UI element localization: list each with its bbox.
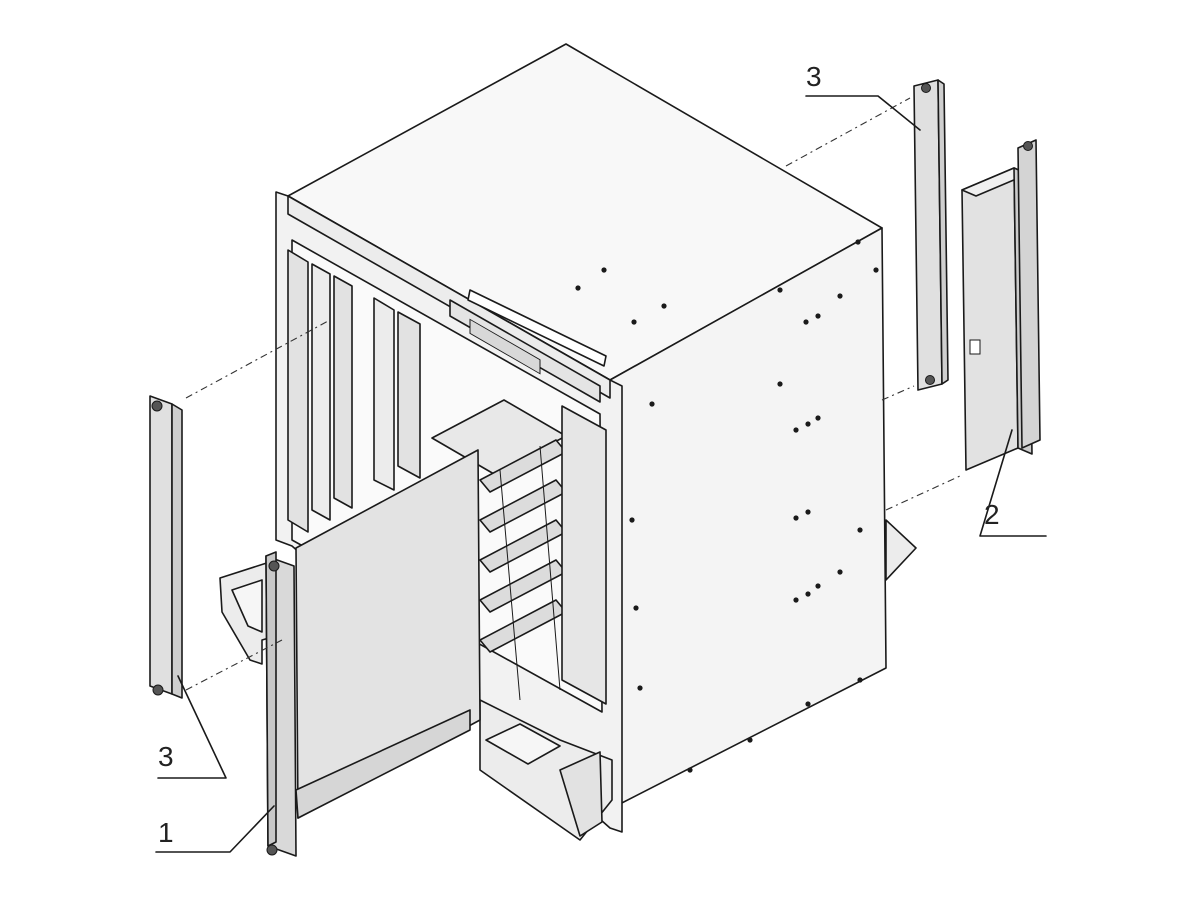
card-guides [431, 399, 567, 701]
callout-2: 2 [984, 499, 1000, 530]
callout-3-right: 3 [806, 61, 822, 92]
status-led-block [469, 318, 541, 375]
fan-unit [961, 139, 1041, 471]
side-mounting-holes [575, 239, 879, 773]
installed-board-right [561, 405, 607, 705]
board [265, 449, 481, 857]
leader-lines [155, 95, 1047, 853]
right-mounting-bracket [885, 519, 917, 581]
alignment-lines [185, 97, 961, 691]
chassis [219, 43, 917, 841]
installed-boards [287, 249, 421, 533]
callout-3-left: 3 [158, 741, 174, 772]
filler-panel-right [913, 79, 949, 391]
callout-labels: 3 2 3 1 [158, 61, 1000, 848]
filler-panel-left [149, 395, 183, 699]
handle-slot [467, 289, 607, 367]
callout-1: 1 [158, 817, 174, 848]
